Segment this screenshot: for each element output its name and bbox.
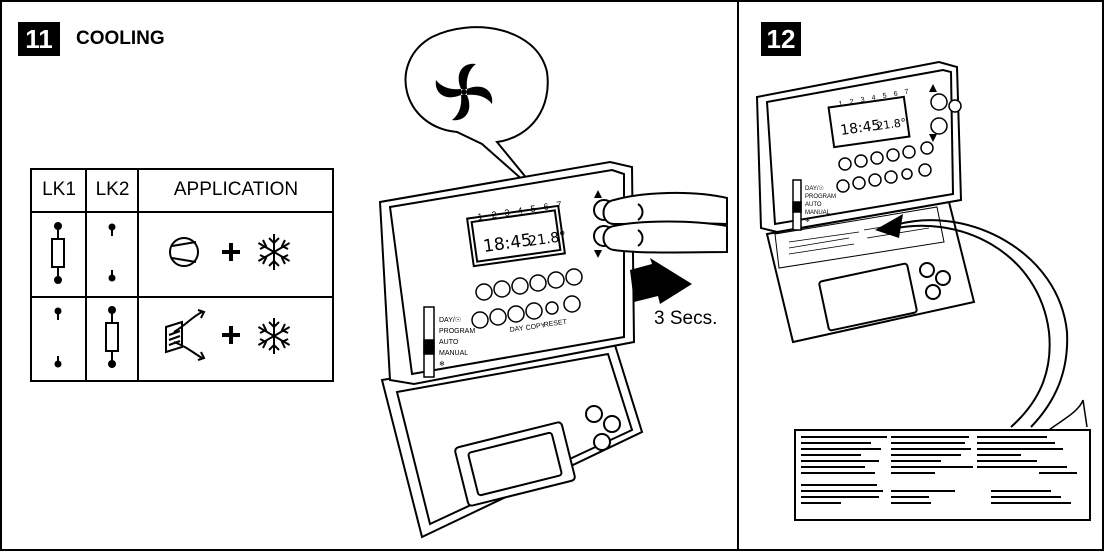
magnified-instruction-card [794,429,1091,521]
link-open-icon [54,307,62,368]
arrow-head [875,214,903,238]
up-button [930,93,948,111]
program-buttons [471,268,583,329]
thermostat-illustration: 1 2 3 4 5 6 7 18:45 21.8° [378,26,728,539]
day-label: DAY [509,325,524,334]
svg-text:5: 5 [530,203,536,214]
svg-text:PROGRAM: PROGRAM [805,194,836,200]
day-number: 5 [882,92,887,99]
plus-icon [222,326,240,344]
thermostat-body [755,60,963,234]
link-table [30,168,334,382]
svg-text:3: 3 [504,207,510,218]
svg-text:6: 6 [543,201,549,212]
svg-text:DAY/☉: DAY/☉ [439,316,461,324]
link-fitted-icon [105,306,119,368]
svg-text:1: 1 [477,211,483,222]
day-number: 1 [838,100,843,107]
step-number: 12 [761,22,801,56]
copy-label: COPY [525,322,546,332]
program-buttons [836,141,934,193]
svg-text:AUTO: AUTO [805,202,822,208]
table-header-lk1: LK1 [42,179,76,200]
plus-icon [222,243,240,261]
mode-labels: DAY/☉ PROGRAM AUTO MANUAL ❄ [439,316,475,368]
svg-text:AUTO: AUTO [439,339,459,346]
fan-icon [435,63,493,121]
mode-labels: DAY/☉ PROGRAM AUTO MANUAL ❄ [805,185,836,224]
day-number: 2 [849,98,854,105]
instruction-card [774,206,945,269]
step-11-panel: 11 COOLING [0,0,739,551]
valve-icon [165,309,206,361]
press-duration-label: 3 Secs. [654,308,718,329]
day-number: 6 [893,90,898,97]
day-number: 7 [904,88,909,95]
svg-text:MANUAL: MANUAL [439,350,468,357]
magnifier-bubble [404,26,549,198]
mode-slider [423,306,435,378]
down-button [930,117,948,135]
table-header-application: APPLICATION [173,179,299,200]
illegible-text-lines [801,436,1077,504]
svg-text:❄: ❄ [439,360,445,368]
svg-text:2: 2 [491,209,497,220]
press-arrow-icon [630,258,692,304]
day-number: 3 [860,96,865,103]
thermostat-body [378,160,636,386]
lcd-temp: 21.8° [527,229,567,250]
link-fitted-icon [51,222,65,284]
front-flap [380,340,644,539]
info-button [948,99,962,113]
curved-arrow-icon [886,219,1069,428]
snowflake-icon [257,234,291,270]
reset-label: RESET [543,319,568,329]
lcd-time: 18:45 [839,117,881,138]
svg-text:DAY/☉: DAY/☉ [805,185,824,192]
svg-text:7: 7 [556,199,562,210]
svg-text:4: 4 [517,205,523,216]
fingers [602,191,728,254]
mode-slider [792,179,802,231]
step-12-panel: 12 1 2 3 4 5 [737,0,1104,551]
step-title: COOLING [76,28,165,49]
lcd-temp: 21.8° [876,116,908,133]
snowflake-icon [257,318,291,354]
day-number: 4 [871,94,876,101]
step-number: 11 [18,22,60,56]
thermostat-open-illustration: 1 2 3 4 5 6 7 18:45 21.8° [755,60,1091,521]
table-header-lk2: LK2 [95,179,130,200]
link-open-icon [108,223,116,282]
compressor-icon [169,237,199,267]
day-numbers: 1 2 3 4 5 6 7 [477,199,562,222]
svg-text:PROGRAM: PROGRAM [439,328,475,335]
svg-text:MANUAL: MANUAL [805,210,831,216]
svg-text:❄: ❄ [805,217,810,224]
